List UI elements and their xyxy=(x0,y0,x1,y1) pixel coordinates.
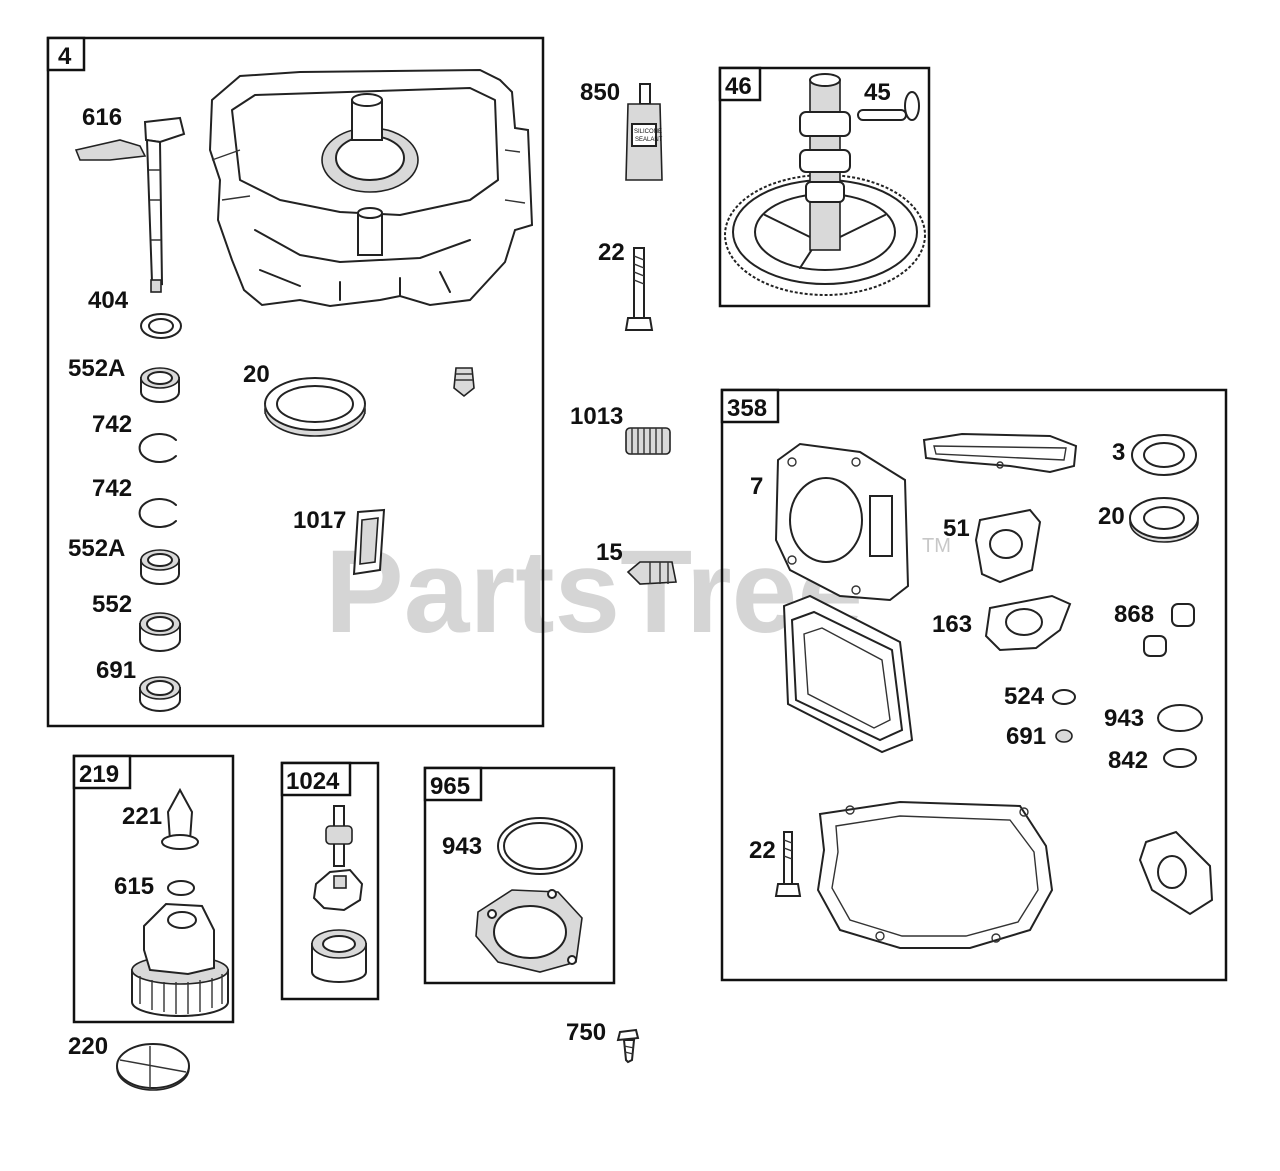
o-ring-943-box358-part[interactable] xyxy=(1157,704,1203,732)
callout-615: 615 xyxy=(114,873,154,900)
assembly-box-219: 219 xyxy=(72,754,235,1024)
bolt-22-top-part[interactable] xyxy=(624,247,654,331)
plug-15-part[interactable] xyxy=(626,561,677,585)
box-tag-46: 46 xyxy=(725,73,752,100)
bolt-22-box358-part[interactable] xyxy=(774,831,802,897)
seal-691-box358-part[interactable] xyxy=(1055,729,1073,743)
callout-20-box358: 20 xyxy=(1098,503,1125,530)
oil-seal-20-box358-part[interactable] xyxy=(1129,497,1199,543)
callout-552: 552 xyxy=(92,591,132,618)
seal-3-part[interactable] xyxy=(1131,434,1197,476)
callout-20-box4: 20 xyxy=(243,361,270,388)
box-tag-1024: 1024 xyxy=(286,768,340,795)
crankcase-gasket-part[interactable] xyxy=(816,800,1054,949)
box-tag-965: 965 xyxy=(430,773,470,800)
screw-750-part[interactable] xyxy=(616,1028,640,1064)
callout-750: 750 xyxy=(566,1019,606,1046)
callout-22-top: 22 xyxy=(598,239,625,266)
e-clip-742-top-part[interactable] xyxy=(138,433,177,463)
callout-552a-top: 552A xyxy=(68,355,125,382)
o-ring-842-part[interactable] xyxy=(1163,748,1197,768)
cup-221-part[interactable] xyxy=(161,787,199,850)
breather-1017-part[interactable] xyxy=(352,508,386,576)
washer-404-part[interactable] xyxy=(140,313,182,339)
governor-gear-part[interactable] xyxy=(131,902,229,1017)
assembly-box-358: 358 xyxy=(720,388,1228,982)
callout-742-bottom: 742 xyxy=(92,475,132,502)
box-tag-358: 358 xyxy=(727,395,767,422)
callout-742-top: 742 xyxy=(92,411,132,438)
camshaft-gear-part[interactable] xyxy=(724,73,926,296)
callout-943-box965: 943 xyxy=(442,833,482,860)
callout-15: 15 xyxy=(596,539,623,566)
o-ring-524-part[interactable] xyxy=(1052,689,1076,705)
oil-seal-20-box4-part[interactable] xyxy=(264,377,366,437)
callout-524: 524 xyxy=(1004,683,1045,710)
callout-842: 842 xyxy=(1108,747,1148,774)
bushing-552-part[interactable] xyxy=(139,612,181,652)
callout-45: 45 xyxy=(864,79,891,106)
governor-shaft-part[interactable] xyxy=(74,116,186,293)
oil-pump-rotor-outer-part[interactable] xyxy=(311,929,367,983)
callout-1017: 1017 xyxy=(293,507,346,534)
pin-45-part[interactable] xyxy=(857,91,920,121)
bushing-552a-top-part[interactable] xyxy=(140,367,180,403)
spring-1013-part[interactable] xyxy=(625,427,671,455)
watermark-brand: PartsTree xyxy=(325,526,863,658)
assembly-box-46: 46 xyxy=(718,66,931,308)
bushing-552a-bottom-part[interactable] xyxy=(140,549,180,585)
seal-691-box4-part[interactable] xyxy=(139,676,181,712)
callout-221: 221 xyxy=(122,803,162,830)
tube-text-line2: SEALANT xyxy=(635,137,663,143)
gasket-51-part[interactable] xyxy=(974,508,1042,584)
callout-3: 3 xyxy=(1112,439,1125,466)
gasket-163-part[interactable] xyxy=(984,594,1072,652)
callout-163: 163 xyxy=(932,611,972,638)
callout-1013: 1013 xyxy=(570,403,623,430)
valve-cover-strip-gasket-part[interactable] xyxy=(922,432,1078,474)
oil-pump-cover-part[interactable] xyxy=(475,889,583,973)
head-gasket-7-part[interactable] xyxy=(774,442,910,602)
callout-943-box358: 943 xyxy=(1104,705,1144,732)
sealant-tube-850-part[interactable]: SILICONE SEALANT xyxy=(625,83,663,181)
callout-7: 7 xyxy=(750,473,763,500)
callout-850: 850 xyxy=(580,79,620,106)
callout-22-box358: 22 xyxy=(749,837,776,864)
dowel-pin-868-part[interactable] xyxy=(1143,603,1195,657)
pipe-plug-part[interactable] xyxy=(453,367,475,398)
rocker-cover-gaskets-part[interactable] xyxy=(782,594,914,754)
box-tag-4: 4 xyxy=(58,43,72,70)
callout-51: 51 xyxy=(943,515,970,542)
callout-404: 404 xyxy=(88,287,129,314)
washer-615-part[interactable] xyxy=(167,880,195,896)
callout-691-box4: 691 xyxy=(96,657,136,684)
assembly-box-965: 965 xyxy=(423,766,616,985)
watermark-trademark: TM xyxy=(922,535,951,557)
plate-220-part[interactable] xyxy=(116,1043,190,1091)
assembly-box-4: 4 xyxy=(46,36,545,728)
oil-pump-rotor-inner-part[interactable] xyxy=(312,868,364,912)
box-tag-219: 219 xyxy=(79,761,119,788)
tube-text-line1: SILICONE xyxy=(634,129,662,135)
callout-868: 868 xyxy=(1114,601,1154,628)
oil-pump-shaft-part[interactable] xyxy=(325,805,353,867)
crankcase-cover-part[interactable] xyxy=(208,68,534,308)
o-ring-943-box965-part[interactable] xyxy=(497,817,583,875)
mount-gasket-part[interactable] xyxy=(1138,830,1214,916)
callout-552a-bottom: 552A xyxy=(68,535,125,562)
assembly-box-1024: 1024 xyxy=(280,761,380,1001)
callout-691-box358: 691 xyxy=(1006,723,1046,750)
e-clip-742-bottom-part[interactable] xyxy=(138,498,177,528)
callout-616: 616 xyxy=(82,104,122,131)
callout-220: 220 xyxy=(68,1033,108,1060)
